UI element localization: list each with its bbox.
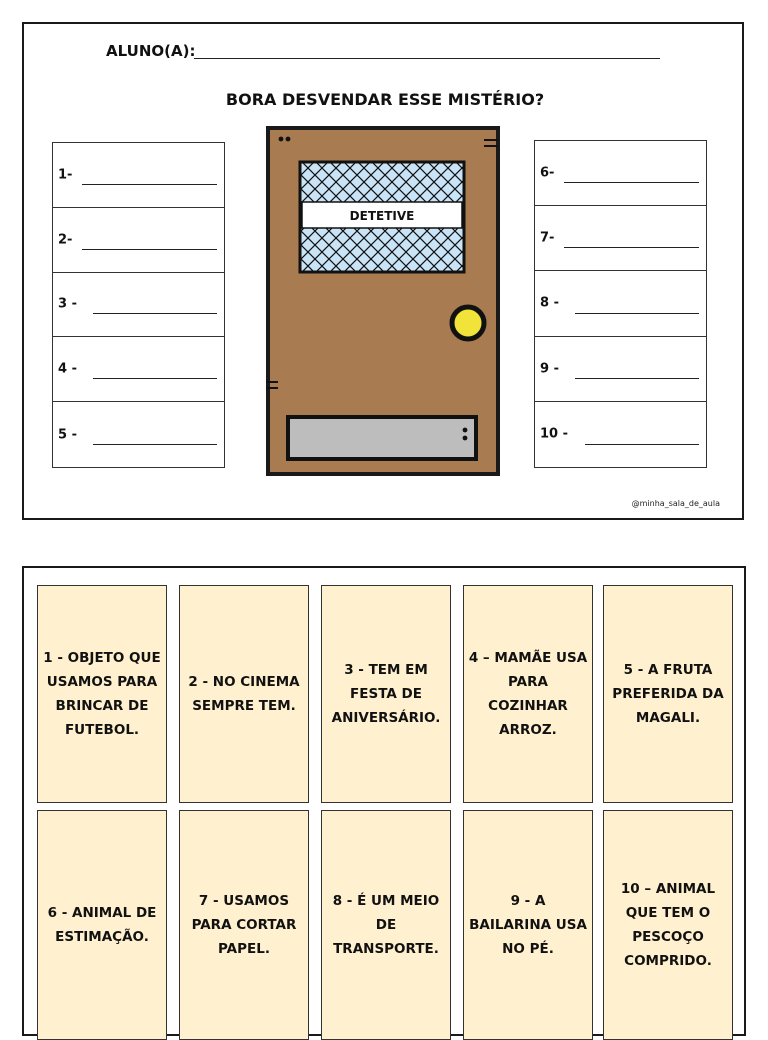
detective-sign: [301, 201, 463, 229]
answer-number: 9 -: [540, 361, 559, 377]
answer-row[interactable]: 4 -: [53, 337, 224, 403]
detective-sign-text: DETETIVE: [350, 209, 415, 223]
hinge-icon: [484, 139, 498, 147]
worksheet-title: BORA DESVENDAR ESSE MISTÉRIO?: [225, 90, 545, 109]
clue-card-text: 1 - OBJETO QUE USAMOS PARA BRINCAR DE FU…: [43, 650, 161, 738]
answer-line[interactable]: [585, 443, 699, 445]
answer-number: 3 -: [58, 296, 77, 312]
answer-row[interactable]: 1-: [53, 143, 224, 208]
clue-card[interactable]: 8 - É UM MEIO DE TRANSPORTE.: [321, 810, 451, 1040]
answer-number: 1-: [58, 167, 73, 183]
student-name-label: ALUNO(A):: [106, 42, 196, 60]
answer-number: 5 -: [58, 427, 77, 443]
answer-line[interactable]: [564, 247, 699, 249]
clue-card[interactable]: 7 - USAMOS PARA CORTAR PAPEL.: [179, 810, 309, 1040]
clue-card-text: 5 - A FRUTA PREFERIDA DA MAGALI.: [612, 662, 724, 726]
answer-row[interactable]: 8 -: [535, 271, 706, 337]
detective-door-illustration: DETETIVE: [266, 126, 500, 476]
answer-number: 7-: [540, 230, 555, 246]
clue-card[interactable]: 5 - A FRUTA PREFERIDA DA MAGALI.: [603, 585, 733, 803]
answer-line[interactable]: [93, 378, 217, 380]
answer-line[interactable]: [93, 313, 217, 315]
clue-card-text: 8 - É UM MEIO DE TRANSPORTE.: [332, 893, 440, 957]
clue-card[interactable]: 1 - OBJETO QUE USAMOS PARA BRINCAR DE FU…: [37, 585, 167, 803]
answer-line[interactable]: [93, 443, 217, 445]
answer-line[interactable]: [82, 183, 217, 185]
clue-card-text: 6 - ANIMAL DE ESTIMAÇÃO.: [47, 905, 157, 945]
clue-card-text: 4 – MAMÃE USA PARA COZINHAR ARROZ.: [468, 650, 588, 738]
answer-box-right: 6- 7- 8 - 9 - 10 -: [534, 140, 707, 468]
hinge-icon: [266, 381, 278, 389]
clue-card[interactable]: 10 – ANIMAL QUE TEM O PESCOÇO COMPRIDO.: [603, 810, 733, 1040]
answer-row[interactable]: 2-: [53, 208, 224, 273]
answer-box-left: 1- 2- 3 - 4 - 5 -: [52, 142, 225, 468]
mail-slot: [286, 415, 478, 461]
clue-card-text: 9 - A BAILARINA USA NO PÉ.: [469, 893, 587, 957]
answer-row[interactable]: 3 -: [53, 273, 224, 338]
clue-card-text: 3 - TEM EM FESTA DE ANIVERSÁRIO.: [331, 662, 441, 726]
door-knob-icon: [449, 304, 487, 342]
clue-card[interactable]: 3 - TEM EM FESTA DE ANIVERSÁRIO.: [321, 585, 451, 803]
clue-card[interactable]: 2 - NO CINEMA SEMPRE TEM.: [179, 585, 309, 803]
answer-number: 10 -: [540, 426, 569, 442]
answer-row[interactable]: 9 -: [535, 337, 706, 402]
answer-number: 2-: [58, 232, 73, 248]
answer-number: 8 -: [540, 295, 559, 311]
answer-line[interactable]: [575, 312, 699, 314]
answer-line[interactable]: [82, 248, 217, 250]
clue-cards-grid: 1 - OBJETO QUE USAMOS PARA BRINCAR DE FU…: [22, 566, 746, 1040]
answer-row[interactable]: 6-: [535, 141, 706, 207]
hinge-dot: [285, 136, 291, 142]
answer-number: 6-: [540, 165, 555, 181]
author-credit: @minha_sala_de_aula: [631, 499, 720, 508]
clue-card-text: 7 - USAMOS PARA CORTAR PAPEL.: [191, 893, 297, 957]
clue-card-text: 2 - NO CINEMA SEMPRE TEM.: [188, 674, 300, 714]
answer-row[interactable]: 7-: [535, 206, 706, 272]
answer-number: 4 -: [58, 361, 77, 377]
answer-row[interactable]: 5 -: [53, 402, 224, 467]
clue-card[interactable]: 6 - ANIMAL DE ESTIMAÇÃO.: [37, 810, 167, 1040]
answer-row[interactable]: 10 -: [535, 402, 706, 467]
clue-card-text: 10 – ANIMAL QUE TEM O PESCOÇO COMPRIDO.: [620, 881, 716, 969]
worksheet: ALUNO(A): BORA DESVENDAR ESSE MISTÉRIO? …: [22, 22, 744, 520]
answer-line[interactable]: [575, 377, 699, 379]
clue-card[interactable]: 9 - A BAILARINA USA NO PÉ.: [463, 810, 593, 1040]
student-name-line[interactable]: [194, 58, 660, 59]
clue-card[interactable]: 4 – MAMÃE USA PARA COZINHAR ARROZ.: [463, 585, 593, 803]
hinge-dot: [278, 136, 284, 142]
answer-line[interactable]: [564, 182, 699, 184]
